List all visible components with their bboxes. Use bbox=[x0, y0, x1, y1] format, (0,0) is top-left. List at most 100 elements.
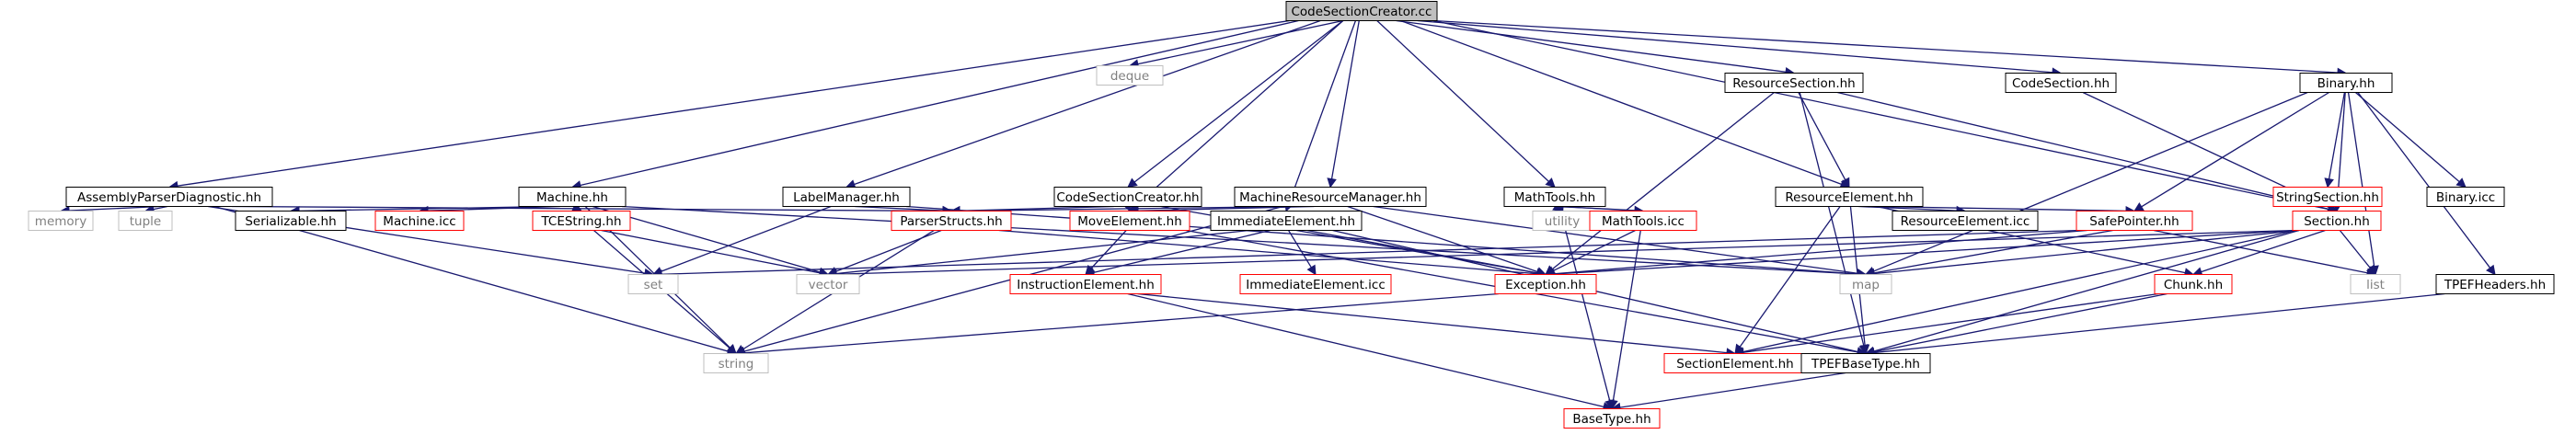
edge-section-to-list bbox=[2339, 230, 2376, 276]
node-machineicc[interactable]: Machine.icc bbox=[374, 211, 465, 231]
edge-line bbox=[661, 205, 832, 272]
node-label: BaseType.hh bbox=[1572, 412, 1650, 427]
edge-line bbox=[1612, 230, 1641, 401]
node-label: MathTools.hh bbox=[1514, 190, 1595, 205]
node-tpefbasetype[interactable]: TPEFBaseType.hh bbox=[1800, 353, 1931, 373]
node-safepointer[interactable]: SafePointer.hh bbox=[2076, 211, 2193, 231]
edge-line bbox=[1553, 229, 2297, 275]
edge-arrowhead bbox=[2486, 264, 2496, 276]
node-root[interactable]: CodeSectionCreator.cc bbox=[1285, 1, 1438, 21]
node-parserstructs[interactable]: ParserStructs.hh bbox=[891, 211, 1012, 231]
edge-root-to-reselement bbox=[1400, 19, 1851, 189]
edge-exception-to-string bbox=[734, 292, 1500, 359]
node-label: LabelManager.hh bbox=[793, 190, 900, 205]
node-label: Binary.hh bbox=[2317, 76, 2375, 91]
node-sectionelement[interactable]: SectionElement.hh bbox=[1663, 353, 1807, 373]
edge-ressection-to-reselement bbox=[1798, 92, 1850, 189]
node-box bbox=[1503, 187, 1606, 207]
node-label: StringSection.hh bbox=[2276, 190, 2379, 205]
node-box bbox=[1892, 211, 2039, 231]
edge-arrowhead bbox=[726, 344, 737, 355]
node-label: tuple bbox=[130, 214, 161, 229]
node-label: utility bbox=[1545, 214, 1580, 229]
node-utility[interactable]: utility bbox=[1532, 211, 1593, 231]
edge-line bbox=[1553, 229, 2087, 275]
node-deque[interactable]: deque bbox=[1096, 65, 1164, 86]
node-immediateicc[interactable]: ImmediateElement.icc bbox=[1239, 274, 1392, 294]
node-box bbox=[1285, 1, 1438, 21]
edge-line bbox=[1552, 229, 1636, 272]
node-tpefheaders[interactable]: TPEFHeaders.hh bbox=[2435, 274, 2555, 294]
node-reselement[interactable]: ResourceElement.hh bbox=[1775, 187, 1924, 207]
node-memory[interactable]: memory bbox=[28, 211, 94, 231]
edge-root-to-apd bbox=[167, 19, 1291, 191]
edge-root-to-ressection bbox=[1396, 19, 1796, 77]
node-tcestring[interactable]: TCEString.hh bbox=[532, 211, 631, 231]
node-apd[interactable]: AssemblyParserDiagnostic.hh bbox=[65, 187, 273, 207]
node-serializable[interactable]: Serializable.hh bbox=[235, 211, 347, 231]
edge-arrowhead bbox=[1545, 177, 1556, 189]
node-codesection[interactable]: CodeSection.hh bbox=[2005, 73, 2117, 93]
node-vector[interactable]: vector bbox=[796, 274, 860, 294]
edge-line bbox=[835, 229, 942, 272]
edge-section-to-exception bbox=[1544, 229, 2297, 280]
node-cscreator[interactable]: CodeSectionCreator.hh bbox=[1053, 187, 1202, 207]
node-list[interactable]: list bbox=[2350, 274, 2401, 294]
node-machine[interactable]: Machine.hh bbox=[518, 187, 627, 207]
node-instrelement[interactable]: InstructionElement.hh bbox=[1009, 274, 1162, 294]
node-set[interactable]: set bbox=[627, 274, 679, 294]
node-mathtoolsicc[interactable]: MathTools.icc bbox=[1589, 211, 1697, 231]
node-moveelement[interactable]: MoveElement.hh bbox=[1069, 211, 1190, 231]
node-label: set bbox=[644, 278, 663, 292]
edge-line bbox=[2328, 92, 2346, 179]
node-label: ResourceElement.hh bbox=[1785, 190, 1913, 205]
node-tuple[interactable]: tuple bbox=[118, 211, 173, 231]
edge-line bbox=[1871, 205, 2127, 212]
node-box bbox=[1053, 187, 1202, 207]
edge-root-to-binary bbox=[1432, 19, 2348, 78]
edge-arrowhead bbox=[2133, 202, 2145, 212]
node-mathtools[interactable]: MathTools.hh bbox=[1503, 187, 1606, 207]
edge-line bbox=[1432, 19, 2329, 211]
node-label: Serializable.hh bbox=[245, 214, 336, 229]
node-label: SafePointer.hh bbox=[2089, 214, 2179, 229]
node-string[interactable]: string bbox=[703, 353, 769, 373]
node-ressection[interactable]: ResourceSection.hh bbox=[1724, 73, 1864, 93]
node-box bbox=[2350, 274, 2401, 294]
edge-root-to-deque bbox=[1128, 19, 1343, 69]
node-stringsection[interactable]: StringSection.hh bbox=[2272, 187, 2383, 207]
node-box bbox=[891, 211, 1012, 231]
edge-line bbox=[601, 229, 821, 274]
node-reselementicc[interactable]: ResourceElement.icc bbox=[1892, 211, 2039, 231]
edge-labelmgr-to-set bbox=[651, 205, 832, 277]
node-box bbox=[1234, 187, 1427, 207]
node-chunk[interactable]: Chunk.hh bbox=[2154, 274, 2233, 294]
edge-arrowhead bbox=[1306, 264, 1317, 276]
node-box bbox=[1589, 211, 1697, 231]
edge-line bbox=[2339, 230, 2371, 269]
node-labelmgr[interactable]: LabelManager.hh bbox=[782, 187, 911, 207]
node-binary[interactable]: Binary.hh bbox=[2299, 73, 2393, 93]
node-immediateel[interactable]: ImmediateElement.hh bbox=[1210, 211, 1363, 231]
edge-line bbox=[2141, 91, 2329, 208]
edge-mathtools-to-basetype bbox=[1558, 206, 1615, 410]
node-map[interactable]: map bbox=[1839, 274, 1892, 294]
node-section[interactable]: Section.hh bbox=[2292, 211, 2382, 231]
node-binaryicc[interactable]: Binary.icc bbox=[2426, 187, 2505, 207]
edge-root-to-mathtools bbox=[1376, 20, 1556, 189]
node-label: ResourceElement.icc bbox=[1901, 214, 2030, 229]
node-label: ImmediateElement.hh bbox=[1217, 214, 1355, 229]
edge-line bbox=[743, 292, 1500, 354]
node-basetype[interactable]: BaseType.hh bbox=[1563, 408, 1661, 429]
edge-chunk-to-sectionelement bbox=[1733, 292, 2159, 358]
edge-line bbox=[1551, 91, 1775, 270]
node-mrm[interactable]: MachineResourceManager.hh bbox=[1234, 187, 1427, 207]
nodes-layer: CodeSectionCreator.cc dequeAssemblyParser… bbox=[28, 1, 2555, 429]
node-exception[interactable]: Exception.hh bbox=[1494, 274, 1597, 294]
edge-line bbox=[1135, 20, 1344, 206]
edge-moveelement-to-instrelement bbox=[1085, 230, 1127, 276]
edge-line bbox=[1837, 91, 2329, 211]
edge-line bbox=[1742, 229, 2297, 353]
node-label: list bbox=[2366, 278, 2385, 292]
